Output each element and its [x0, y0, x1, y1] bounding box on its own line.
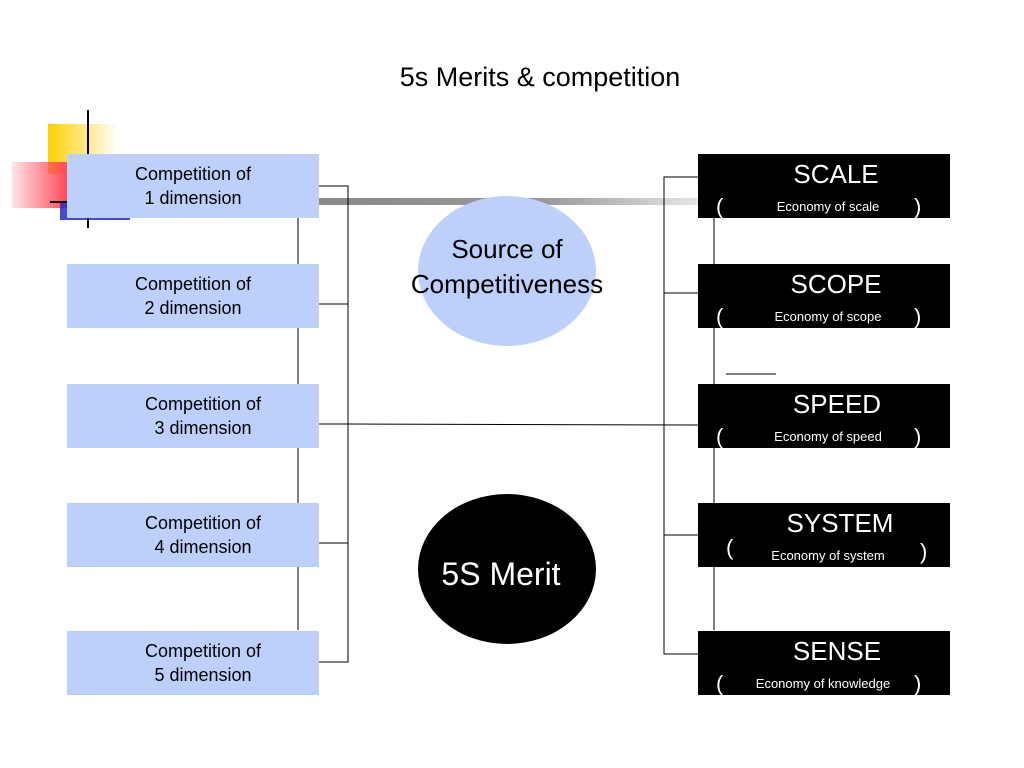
paren-close: ): [914, 194, 922, 219]
merit-box-scale: SCALE ( Economy of scale ): [698, 154, 950, 219]
merit-box-scope: SCOPE ( Economy of scope ): [698, 264, 950, 329]
source-of-competitiveness-ellipse: Source of Competitiveness: [411, 196, 603, 346]
paren-open: (: [716, 671, 724, 696]
competition-line1: Competition of: [144, 394, 262, 414]
paren-close: ): [914, 424, 922, 449]
competition-line2: 2 dimension: [144, 298, 242, 318]
center-connector: [347, 423, 699, 426]
merit-box-sense: SENSE ( Economy of knowledge ): [698, 631, 950, 696]
paren-open: (: [716, 304, 724, 329]
paren-close: ): [920, 539, 928, 564]
competition-line1: Competition of: [134, 164, 252, 184]
competition-line2: 4 dimension: [154, 537, 252, 557]
paren-open: (: [726, 535, 734, 560]
merit-name: SCOPE: [790, 269, 882, 299]
5s-merit-label: 5S Merit: [441, 556, 561, 592]
right-bracket: [663, 176, 698, 655]
merit-economy: Economy of speed: [774, 429, 882, 444]
competition-line2: 5 dimension: [154, 665, 252, 685]
merit-economy: Economy of knowledge: [755, 676, 891, 691]
competition-line2: 3 dimension: [154, 418, 252, 438]
merit-economy: Economy of system: [771, 548, 885, 563]
paren-close: ): [914, 671, 922, 696]
merit-name: SYSTEM: [786, 508, 894, 538]
competition-line2: 1 dimension: [144, 188, 242, 208]
competition-line1: Competition of: [144, 513, 262, 533]
competition-box-4: Competition of 4 dimension: [67, 503, 319, 567]
merit-name: SCALE: [793, 159, 879, 189]
slide-title: 5s Merits & competition: [399, 62, 681, 92]
paren-open: (: [716, 194, 724, 219]
merit-box-speed: SPEED ( Economy of speed ): [698, 384, 950, 449]
merit-box-system: SYSTEM ( Economy of system ): [698, 503, 950, 567]
competition-line1: Competition of: [144, 641, 262, 661]
source-of-competitiveness-label: Source of Competitiveness: [410, 234, 604, 299]
competition-box-2: Competition of 2 dimension: [67, 264, 319, 328]
merit-economy: Economy of scope: [774, 309, 882, 324]
paren-close: ): [914, 304, 922, 329]
competition-box-1: Competition of 1 dimension: [67, 154, 319, 218]
5s-merit-ellipse: 5S Merit: [418, 494, 596, 644]
merit-name: SPEED: [792, 389, 882, 419]
merit-economy: Economy of scale: [776, 199, 880, 214]
competition-line1: Competition of: [134, 274, 252, 294]
merit-name: SENSE: [792, 636, 882, 666]
paren-open: (: [716, 424, 724, 449]
competition-box-5: Competition of 5 dimension: [67, 631, 319, 695]
competition-box-3: Competition of 3 dimension: [67, 384, 319, 448]
